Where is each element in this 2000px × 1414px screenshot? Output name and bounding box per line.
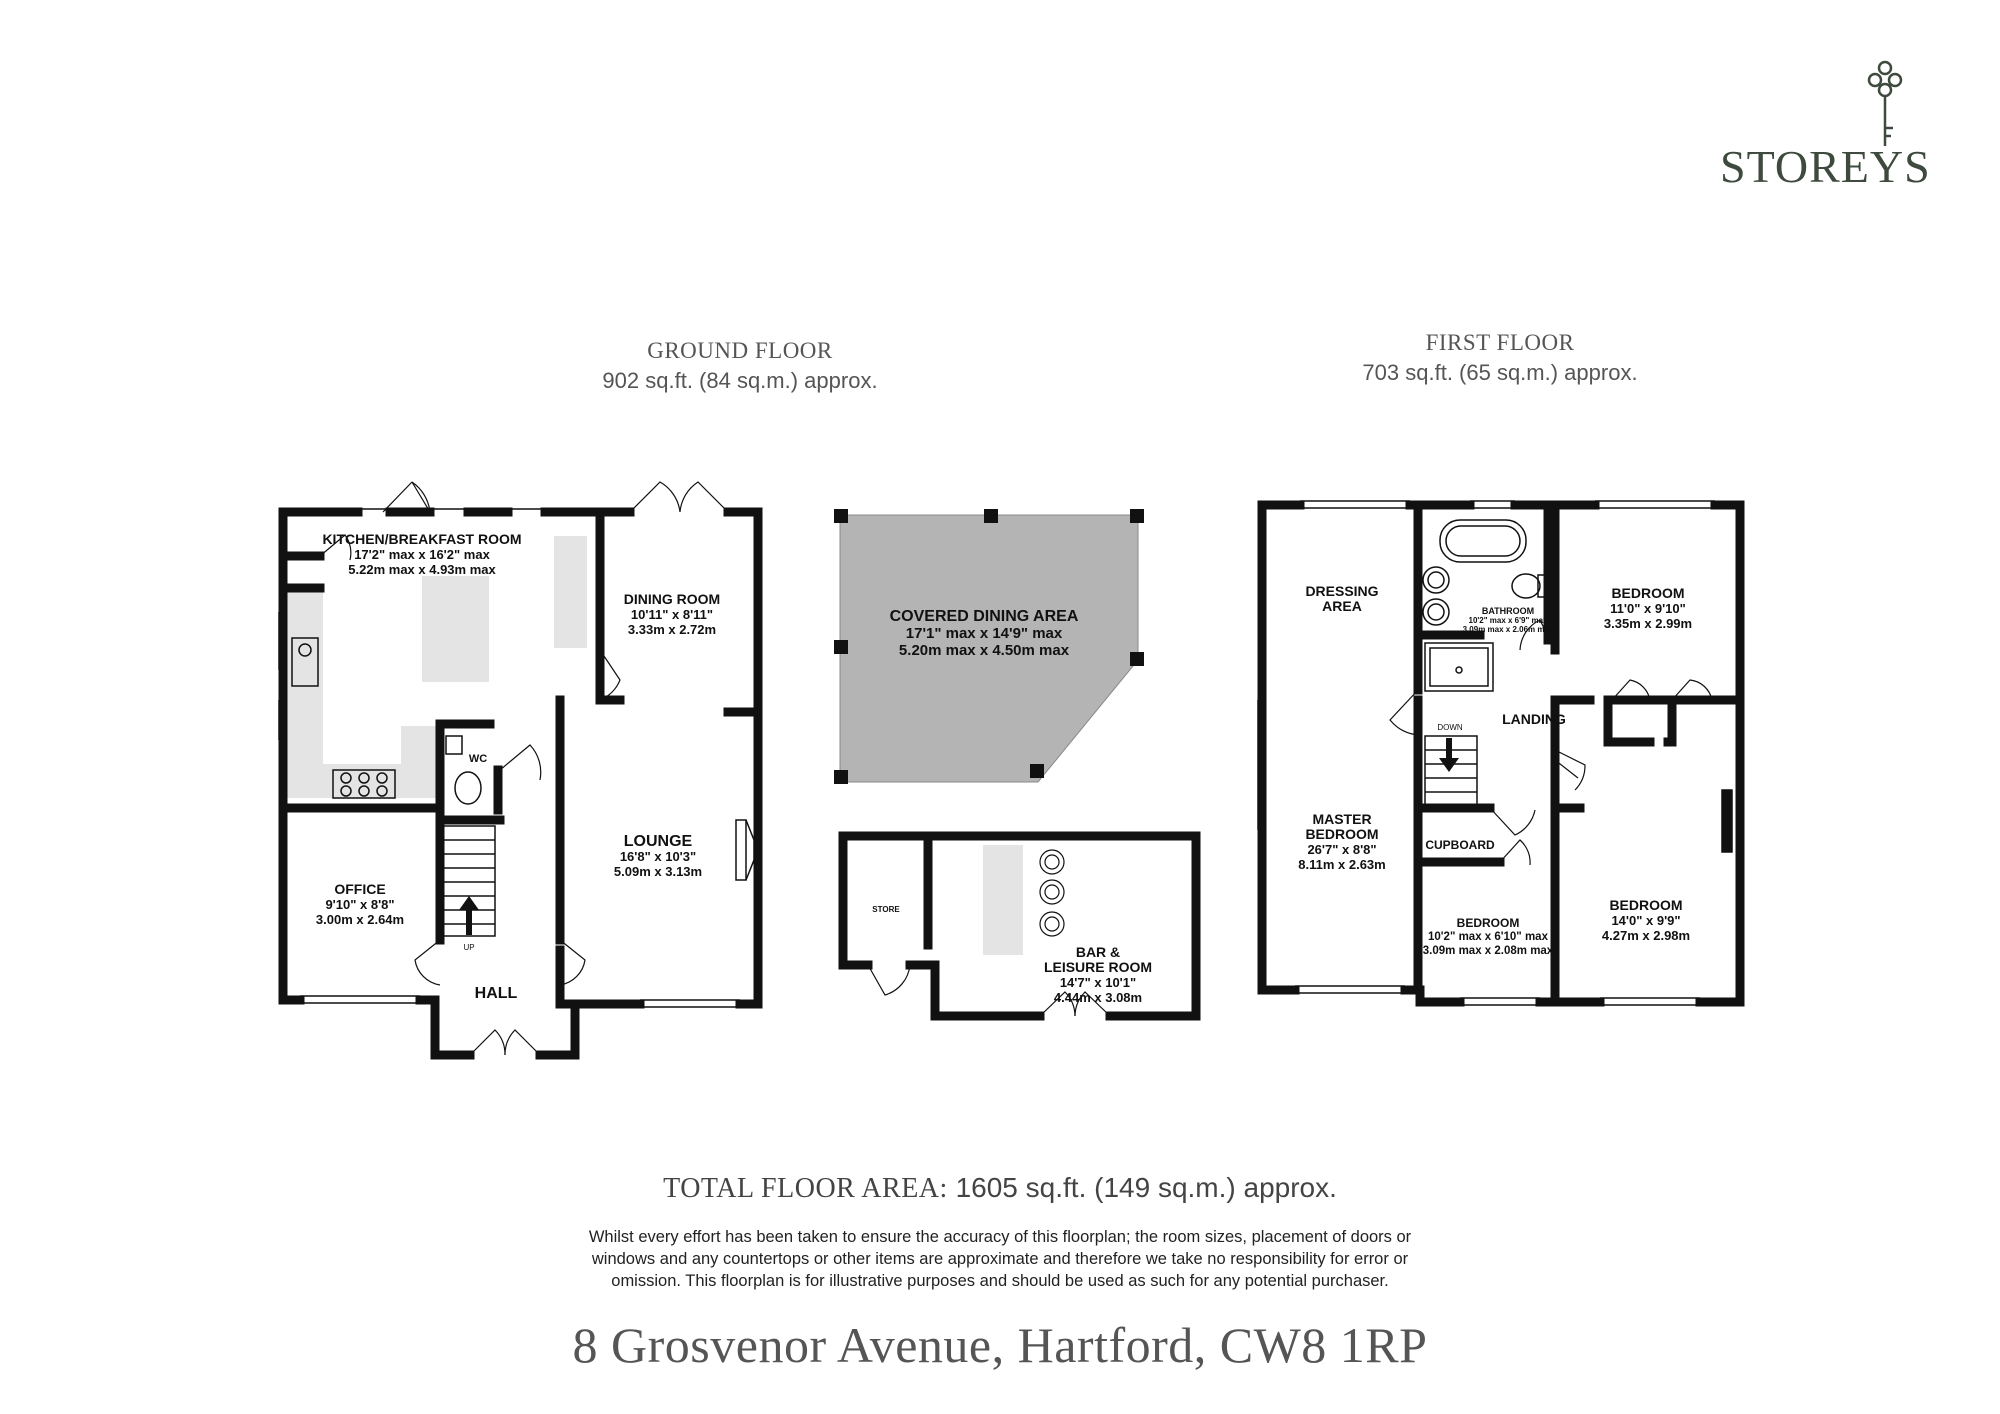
room-name: BEDROOM xyxy=(1456,916,1520,930)
room-metric: 5.09m x 3.13m xyxy=(613,864,703,879)
room-metric: 3.09m max x 2.06m max xyxy=(1462,625,1554,634)
room-name: DINING ROOM xyxy=(623,591,721,607)
total-value: 1605 sq.ft. (149 sq.m.) approx. xyxy=(955,1172,1337,1203)
room-imperial: 14'0" x 9'9" xyxy=(1611,913,1681,928)
room-name: HALL xyxy=(474,985,518,1002)
room-bedroom-3: BEDROOM 10'2" max x 6'10" max 3.09m max … xyxy=(1423,916,1553,958)
room-name: COVERED DINING AREA xyxy=(889,608,1079,625)
disclaimer: Whilst every effort has been taken to en… xyxy=(400,1226,1600,1292)
room-imperial: 26'7" x 8'8" xyxy=(1307,842,1377,857)
room-metric: 3.35m x 2.99m xyxy=(1603,616,1693,631)
room-landing: LANDING xyxy=(1502,712,1566,727)
up-text: UP xyxy=(463,943,475,952)
ground-floor-plan xyxy=(278,481,763,1060)
disclaimer-line: Whilst every effort has been taken to en… xyxy=(588,1228,1412,1246)
room-imperial: 16'8" x 10'3" xyxy=(619,849,697,864)
room-bar: BAR & LEISURE ROOM 14'7" x 10'1" 4.44m x… xyxy=(1043,944,1153,1006)
first-floor-plan xyxy=(1257,500,1745,1007)
room-cupboard: CUPBOARD xyxy=(1425,838,1494,853)
room-metric: 5.20m max x 4.50m max xyxy=(898,642,1070,659)
room-metric: 4.27m x 2.98m xyxy=(1601,928,1691,943)
first-floor-area: 703 sq.ft. (65 sq.m.) approx. xyxy=(1362,360,1638,385)
room-bathroom: BATHROOM 10'2" max x 6'9" max 3.09m max … xyxy=(1462,606,1554,635)
total-label: TOTAL FLOOR AREA: xyxy=(663,1173,948,1204)
room-covered-dining: COVERED DINING AREA 17'1" max x 14'9" ma… xyxy=(890,608,1079,659)
room-name: KITCHEN/BREAKFAST ROOM xyxy=(322,531,522,547)
total-floor-area: TOTAL FLOOR AREA: 1605 sq.ft. (149 sq.m.… xyxy=(500,1172,1500,1205)
first-floor-title: FIRST FLOOR xyxy=(1425,330,1575,355)
first-floor-title-block: FIRST FLOOR 703 sq.ft. (65 sq.m.) approx… xyxy=(1300,330,1700,386)
room-name: BEDROOM xyxy=(1611,585,1685,601)
room-imperial: 17'1" max x 14'9" max xyxy=(905,625,1063,642)
room-name: LOUNGE xyxy=(623,833,693,850)
room-dressing: DRESSING AREA xyxy=(1305,584,1378,614)
room-store: STORE xyxy=(872,902,899,917)
room-master: MASTER BEDROOM 26'7" x 8'8" 8.11m x 2.63… xyxy=(1298,811,1386,873)
room-hall: HALL xyxy=(474,985,518,1002)
room-name: BEDROOM xyxy=(1609,897,1683,913)
room-name: BATHROOM xyxy=(1481,606,1535,616)
room-imperial: 14'7" x 10'1" xyxy=(1059,975,1137,990)
disclaimer-line: omission. This floorplan is for illustra… xyxy=(611,1272,1389,1290)
room-metric: 5.22m max x 4.93m max xyxy=(348,562,496,577)
room-imperial: 10'2" max x 6'10" max xyxy=(1428,931,1548,943)
bar-outbuilding-plan xyxy=(838,831,1201,1021)
room-name-2: LEISURE ROOM xyxy=(1043,959,1153,975)
room-bedroom-1: BEDROOM 11'0" x 9'10" 3.35m x 2.99m xyxy=(1603,585,1693,632)
disclaimer-line: windows and any countertops or other ite… xyxy=(591,1250,1409,1268)
room-imperial: 11'0" x 9'10" xyxy=(1610,601,1686,616)
room-lounge: LOUNGE 16'8" x 10'3" 5.09m x 3.13m xyxy=(613,833,703,880)
room-name: LANDING xyxy=(1502,711,1566,727)
room-name: CUPBOARD xyxy=(1425,838,1495,852)
room-imperial: 10'2" max x 6'9" max xyxy=(1468,616,1548,625)
room-metric: 3.00m x 2.64m xyxy=(315,912,405,927)
room-name: STORE xyxy=(872,905,900,914)
room-bedroom-2: BEDROOM 14'0" x 9'9" 4.27m x 2.98m xyxy=(1601,897,1691,944)
ground-floor-area: 902 sq.ft. (84 sq.m.) approx. xyxy=(602,368,878,393)
property-address: 8 Grosvenor Avenue, Hartford, CW8 1RP xyxy=(572,1317,1428,1373)
covered-dining-plan xyxy=(834,509,1144,784)
room-metric: 8.11m x 2.63m xyxy=(1298,857,1386,872)
room-imperial: 10'11" x 8'11" xyxy=(630,607,714,622)
room-metric: 4.44m x 3.08m xyxy=(1053,990,1143,1005)
room-name: OFFICE xyxy=(334,881,386,897)
room-metric: 3.33m x 2.72m xyxy=(627,622,717,637)
room-name: MASTER xyxy=(1312,811,1372,827)
brand-name: STOREYS xyxy=(1720,141,1931,192)
ground-floor-title: GROUND FLOOR xyxy=(647,338,833,363)
room-name-2: AREA xyxy=(1322,598,1362,614)
stairs-up-label: UP xyxy=(463,940,474,955)
room-imperial: 17'2" max x 16'2" max xyxy=(354,547,490,562)
room-name: DRESSING xyxy=(1305,583,1379,599)
room-wc: WC xyxy=(469,752,487,767)
room-kitchen: KITCHEN/BREAKFAST ROOM 17'2" max x 16'2"… xyxy=(322,531,522,578)
key-logo-icon xyxy=(1867,60,1903,146)
ground-floor-title-block: GROUND FLOOR 902 sq.ft. (84 sq.m.) appro… xyxy=(540,338,940,394)
room-name: WC xyxy=(468,753,488,765)
room-imperial: 9'10" x 8'8" xyxy=(325,897,395,912)
brand-logo: STOREYS xyxy=(1720,58,1970,198)
stairs-down-label: DOWN xyxy=(1437,720,1462,735)
room-office: OFFICE 9'10" x 8'8" 3.00m x 2.64m xyxy=(315,881,405,928)
room-name: BAR & xyxy=(1075,944,1121,960)
down-text: DOWN xyxy=(1437,723,1463,732)
room-metric: 3.09m max x 2.08m max xyxy=(1422,945,1554,957)
room-dining: DINING ROOM 10'11" x 8'11" 3.33m x 2.72m xyxy=(623,591,721,638)
room-name-2: BEDROOM xyxy=(1305,826,1379,842)
